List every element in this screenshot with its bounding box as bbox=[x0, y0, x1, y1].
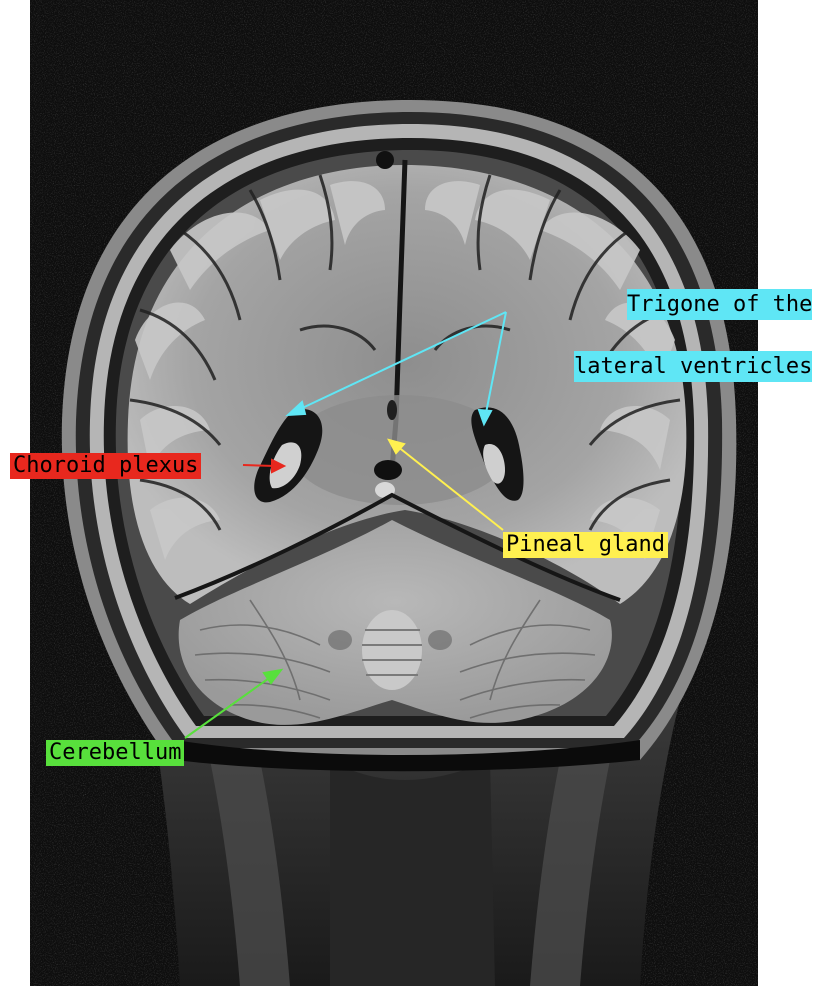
label-choroid-plexus: Choroid plexus bbox=[10, 453, 202, 479]
cerebellum-arrow bbox=[184, 668, 284, 739]
choroid-arrow bbox=[242, 458, 287, 474]
label-cerebellum: Cerebellum bbox=[46, 740, 185, 766]
trigone-arrows bbox=[285, 311, 507, 427]
label-trigone: Trigone of the lateral ventricles bbox=[571, 258, 815, 413]
label-trigone-line2: lateral ventricles bbox=[574, 351, 813, 382]
pineal-arrow bbox=[387, 438, 504, 531]
label-trigone-line1: Trigone of the bbox=[626, 289, 813, 320]
pineal-region bbox=[374, 460, 402, 480]
label-pineal-gland: Pineal gland bbox=[503, 532, 668, 558]
